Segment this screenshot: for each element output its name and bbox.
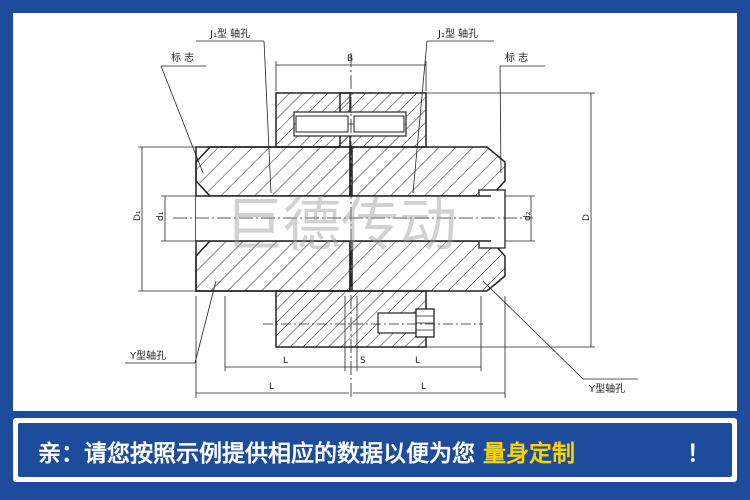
dim-B: B [347,54,353,64]
notice-main-text: 亲：请您按照示例提供相应的数据以便为您 [38,441,475,467]
notice-banner-inner: 亲：请您按照示例提供相应的数据以便为您量身定制 ！ [18,423,732,477]
callout-mark-left: 标 志 [171,51,194,64]
watermark: 巨德传动 [225,191,457,259]
dim-S: S [360,356,366,366]
callout-j-bore-right: J₁型 轴孔 [437,27,478,40]
dim-L-outer-left: L [269,382,274,392]
bottom-flange [275,290,435,348]
callout-j-bore-left: J₁型 轴孔 [209,27,250,40]
dim-D1: D₁ [133,210,143,221]
dim-L-outer-right: L [421,382,426,392]
notice-exclamation: ！ [687,441,710,467]
callout-y-bore-left: Y型轴孔 [129,349,166,362]
dim-d2: d₂ [523,211,533,221]
dim-L-inner-left: L [283,356,288,366]
callout-mark-right: 标 志 [505,51,528,64]
notice-highlight: 量身定制 [483,441,575,467]
callout-leaders [125,40,638,380]
dim-L-inner-right: L [415,356,420,366]
dim-d1: d₁ [156,211,166,221]
notice-text: 亲：请您按照示例提供相应的数据以便为您量身定制 [38,434,575,468]
dim-D: D [582,214,592,221]
coupling-drawing: 巨德传动 [125,27,638,398]
callout-y-bore-right: Y型轴孔 [588,382,625,395]
coupling-drawing-panel: 巨德传动 [13,13,737,411]
notice-banner: 亲：请您按照示例提供相应的数据以便为您量身定制 ！ [13,418,737,482]
dimension-lines [138,61,595,398]
